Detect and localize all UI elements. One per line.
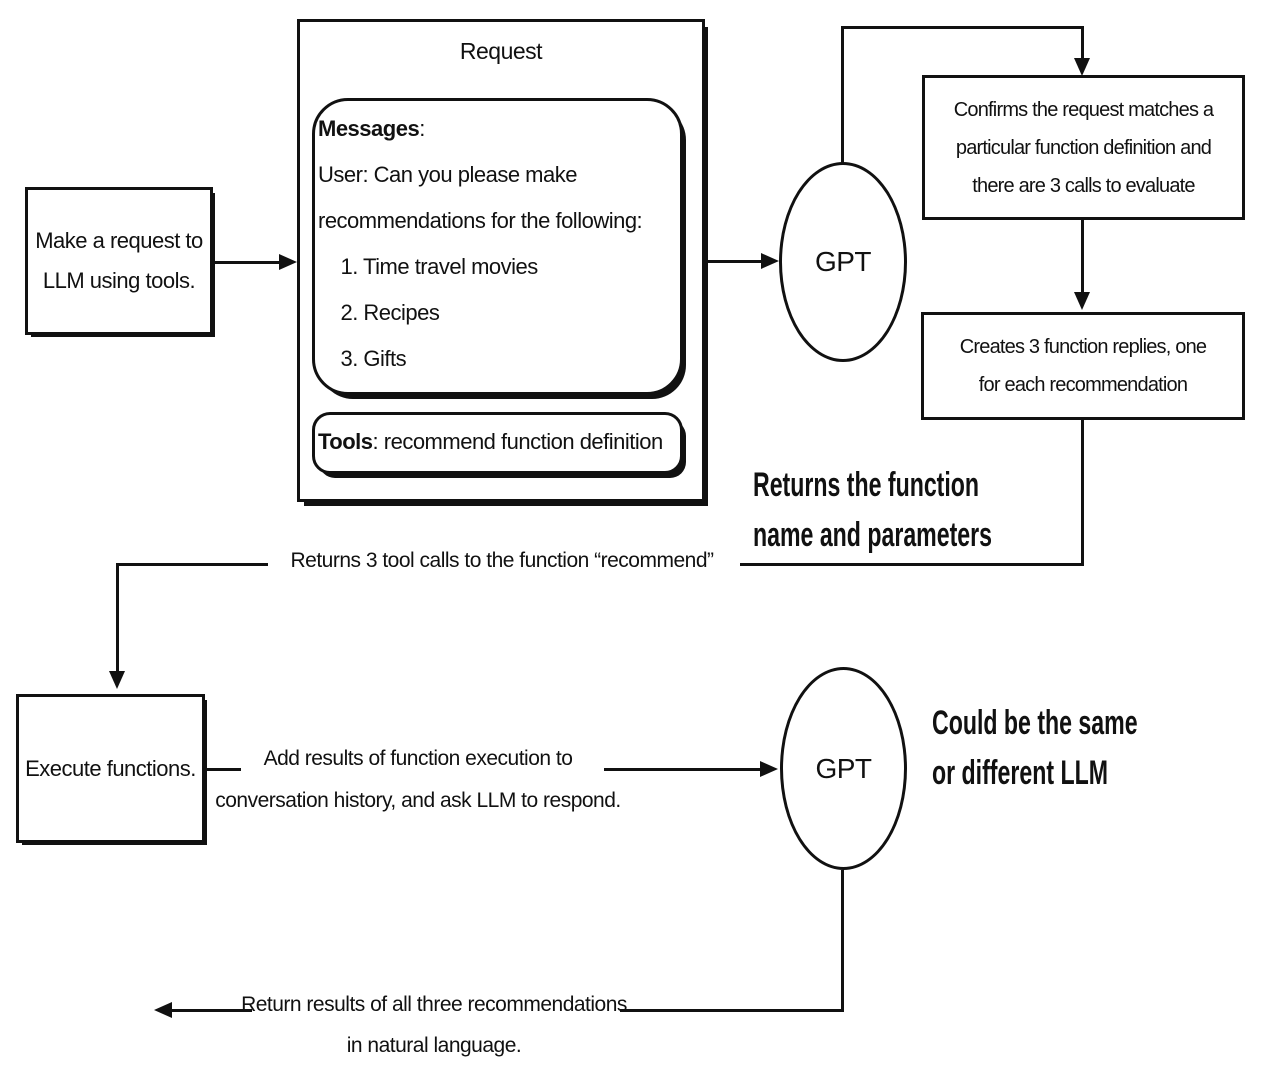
arrow-confirms-to-creates-head: [1074, 292, 1090, 310]
creates-box: Creates 3 function replies, one for each…: [921, 312, 1245, 420]
messages-label: Messages: [318, 116, 420, 141]
returns-tool-calls-line-left: [116, 563, 268, 566]
arrow-request-to-gpt-head: [761, 253, 779, 269]
return-results-line-left: [170, 1009, 252, 1012]
gpt-top-label: GPT: [814, 246, 872, 277]
gpt-bottom-node: GPT: [780, 667, 907, 870]
messages-body: User: Can you please make recommendation…: [318, 162, 643, 371]
arrow-gpt-up-line: [841, 26, 844, 164]
messages-colon: :: [419, 116, 425, 141]
tools-body: : recommend function definition: [372, 429, 664, 454]
tools-text: Tools: recommend function definition: [318, 429, 678, 455]
arrow-confirms-to-creates-line: [1081, 220, 1084, 294]
arrow-into-confirms-head: [1074, 58, 1090, 76]
tools-label: Tools: [318, 429, 373, 454]
arrow-into-confirms-line: [1081, 26, 1084, 60]
add-results-caption: Add results of function execution to con…: [215, 747, 621, 812]
execute-to-gpt-head: [760, 761, 778, 777]
gpt-bottom-down-line: [841, 870, 844, 1012]
make-request-box: Make a request to LLM using tools.: [25, 187, 213, 335]
returns-tool-calls-caption: Returns 3 tool calls to the function “re…: [290, 549, 714, 572]
returns-function-annotation: Returns the function name and parameters: [753, 466, 993, 554]
request-box-title: Request: [459, 38, 543, 64]
confirms-box: Confirms the request matches a particula…: [922, 75, 1245, 220]
arrow-gpt-top-line: [841, 26, 1084, 29]
messages-text: Messages: User: Can you please make reco…: [318, 106, 678, 382]
execute-to-gpt-line-right: [604, 768, 762, 771]
arrow-creates-down-line: [1081, 420, 1084, 566]
arrow-into-execute-line: [116, 563, 119, 673]
return-results-head: [154, 1002, 172, 1018]
tools-box: [312, 412, 683, 474]
gpt-top-node: GPT: [779, 162, 907, 362]
messages-box: [312, 98, 683, 395]
execute-box: Execute functions.: [16, 694, 205, 843]
return-results-line-right: [620, 1009, 844, 1012]
arrow-make-to-request-line: [213, 261, 281, 264]
return-results-caption: Return results of all three recommendati…: [241, 993, 627, 1057]
arrow-into-execute-head: [109, 671, 125, 689]
could-be-annotation: Could be the same or different LLM: [932, 704, 1138, 792]
arrow-make-to-request-head: [279, 254, 297, 270]
execute-to-gpt-line-left: [205, 768, 241, 771]
arrow-request-to-gpt-line: [705, 260, 765, 263]
gpt-bottom-label: GPT: [815, 752, 872, 784]
returns-tool-calls-line-right: [740, 563, 1084, 566]
